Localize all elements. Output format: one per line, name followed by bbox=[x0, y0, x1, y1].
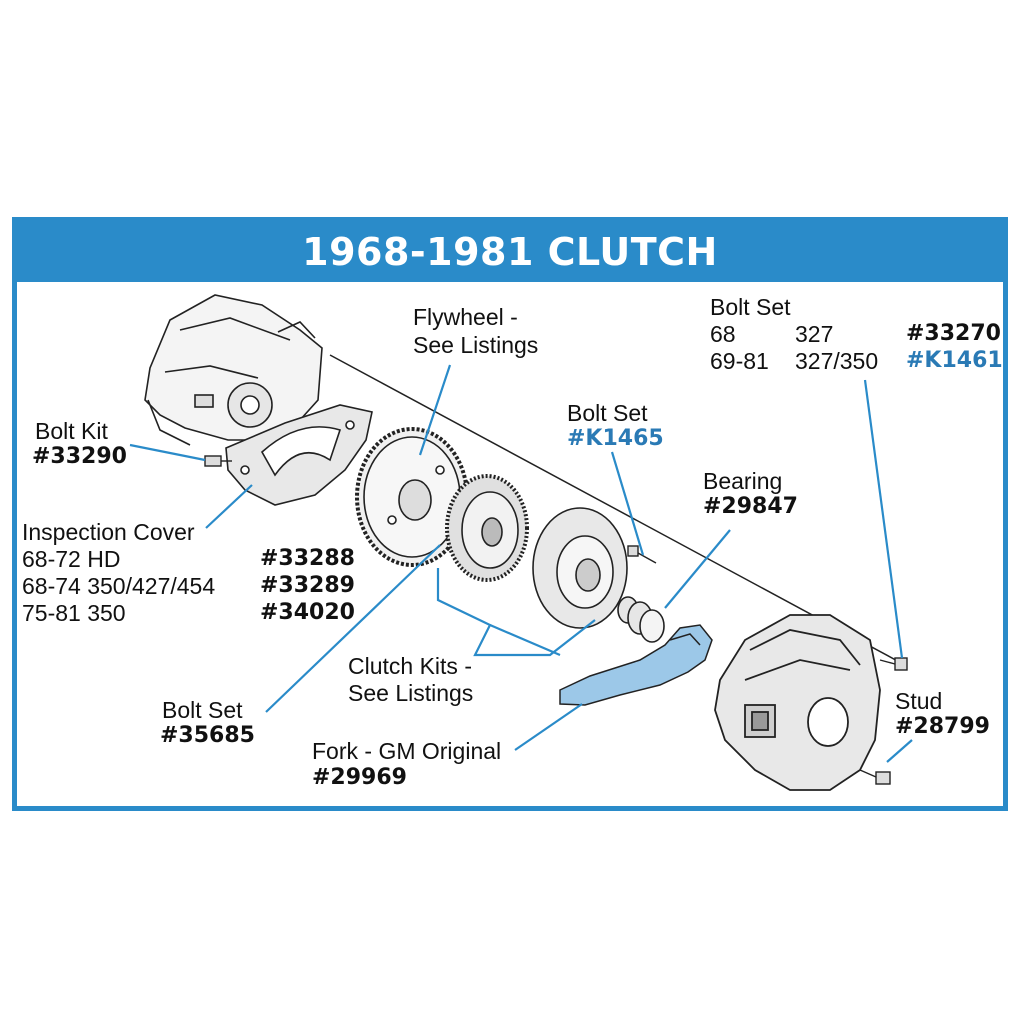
inspection-cover-label: Inspection Cover bbox=[22, 519, 195, 545]
flywheel-label-line-2: See Listings bbox=[413, 332, 539, 358]
bolt-set-top-year-1: 68 bbox=[710, 321, 736, 347]
inspection-cover-spec-1: 68-72 HD bbox=[22, 546, 121, 572]
leader-flywheel bbox=[418, 364, 452, 456]
bolt-set-top-year-2: 69-81 bbox=[710, 348, 769, 374]
diagram-title: 1968-1981 CLUTCH bbox=[302, 230, 718, 274]
leader-clutch-kits bbox=[436, 568, 596, 657]
inspection-cover-spec-3: 75-81 350 bbox=[22, 600, 126, 626]
bolt-set-35685-part-number: #35685 bbox=[160, 723, 255, 748]
stud-label: Stud bbox=[895, 688, 943, 714]
bolt-set-top-part-1: #33270 bbox=[906, 321, 1001, 346]
bolt-kit-label: Bolt Kit bbox=[35, 418, 108, 444]
flywheel-label-line-1: Flywheel - bbox=[413, 304, 518, 330]
fork-part-number: #29969 bbox=[312, 765, 407, 790]
leader-fork bbox=[514, 703, 583, 751]
pressure-plate-illustration bbox=[532, 507, 628, 629]
leader-bolt-set-top bbox=[863, 379, 904, 659]
bolt-set-k1465-label: Bolt Set bbox=[567, 400, 648, 426]
bearing-label: Bearing bbox=[703, 468, 783, 494]
inspection-cover-spec-2: 68-74 350/427/454 bbox=[22, 573, 216, 599]
bellhousing-illustration bbox=[714, 614, 881, 791]
bolt-set-top-label: Bolt Set bbox=[710, 294, 791, 320]
leader-bearing bbox=[664, 529, 731, 609]
clutch-fork-illustration bbox=[559, 624, 713, 706]
inspection-cover-part-3: #34020 bbox=[260, 600, 355, 625]
bolt-set-top-engine-1: 327 bbox=[795, 321, 834, 347]
bolt-kit-bolt-illustration bbox=[204, 455, 232, 467]
bolt-kit-part-number: #33290 bbox=[32, 444, 127, 469]
stud-part-number: #28799 bbox=[895, 714, 990, 739]
leader-bolt-set-k1465 bbox=[610, 451, 645, 556]
alignment-axis-line bbox=[329, 354, 906, 666]
leader-inspection-cover bbox=[205, 484, 253, 529]
inspection-cover-part-1: #33288 bbox=[260, 546, 355, 571]
leader-clutch-kits-branch bbox=[489, 623, 561, 657]
leader-bolt-set-35685 bbox=[265, 544, 441, 713]
leader-bolt-kit bbox=[129, 443, 206, 462]
bearing-part-number: #29847 bbox=[703, 494, 798, 519]
leader-lines bbox=[129, 364, 913, 763]
bolt-set-top-engine-2: 327/350 bbox=[795, 348, 879, 374]
leader-stud bbox=[886, 739, 913, 763]
fork-label: Fork - GM Original bbox=[312, 738, 502, 764]
clutch-disc-illustration bbox=[445, 474, 529, 582]
bellhousing-bolt-illustration bbox=[859, 657, 908, 785]
inspection-cover-part-2: #33289 bbox=[260, 573, 355, 598]
bolt-set-35685-label: Bolt Set bbox=[162, 697, 243, 723]
bolt-set-k1465-part-number: #K1465 bbox=[567, 426, 664, 451]
pressure-plate-bolt-illustration bbox=[627, 545, 657, 564]
throwout-bearing-illustration bbox=[617, 596, 665, 643]
title-bar: 1968-1981 CLUTCH bbox=[17, 222, 1003, 282]
clutch-kits-label-line-2: See Listings bbox=[348, 680, 474, 706]
clutch-kits-label-line-1: Clutch Kits - bbox=[348, 653, 472, 679]
bolt-set-top-part-2: #K1461 bbox=[906, 348, 1003, 373]
inspection-cover-illustration bbox=[225, 404, 373, 506]
